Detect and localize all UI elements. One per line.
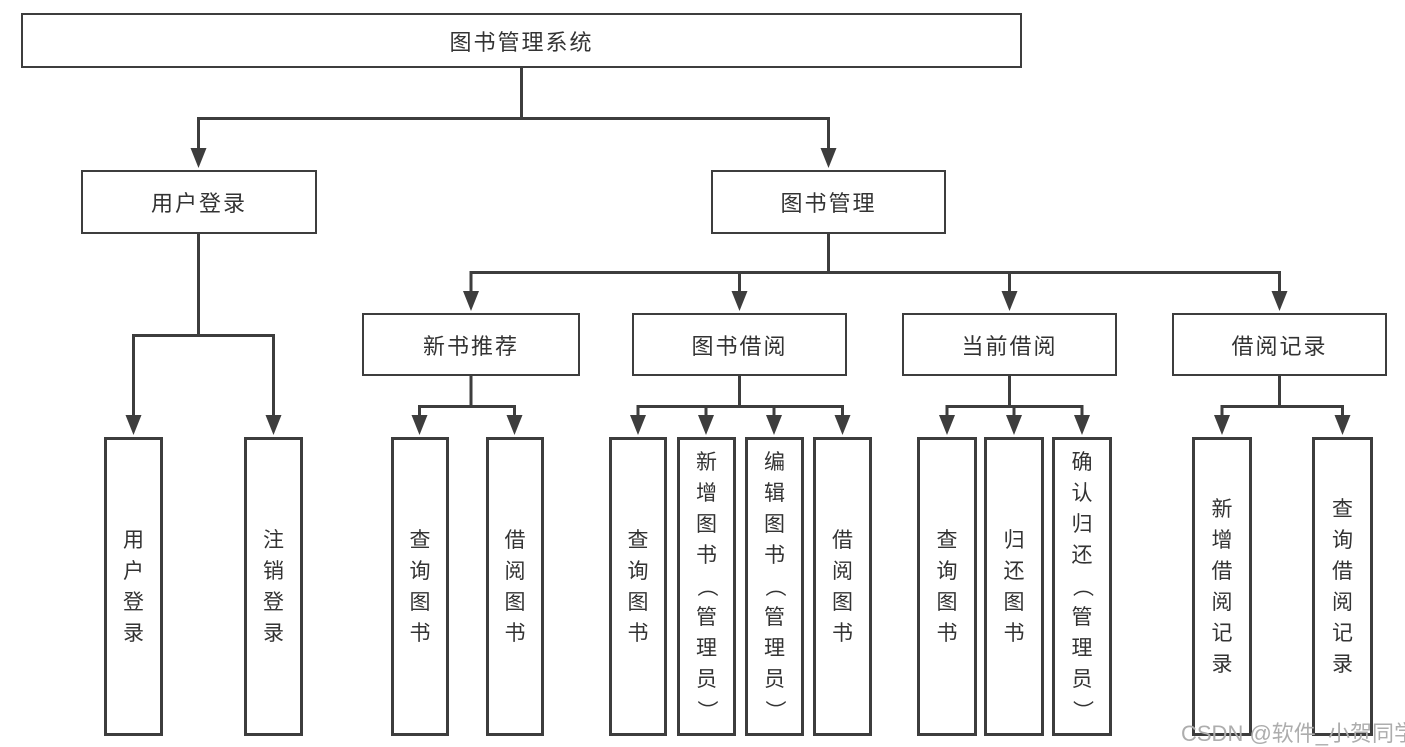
leaf-query-books: 查询图书	[609, 437, 667, 736]
node-library-system: 图书管理系统	[21, 13, 1022, 68]
leaf-add-book-admin: 新增图书（管理员）	[677, 437, 736, 736]
node-book-management: 图书管理	[711, 170, 946, 234]
node-user-login: 用户登录	[81, 170, 317, 234]
leaf-edit-book-admin: 编辑图书（管理员）	[745, 437, 804, 736]
leaf-logout: 注销登录	[244, 437, 303, 736]
node-current-borrow: 当前借阅	[902, 313, 1117, 376]
leaf-borrow-books: 借阅图书	[813, 437, 872, 736]
node-new-book-recommend: 新书推荐	[362, 313, 580, 376]
leaf-borrow-books: 借阅图书	[486, 437, 544, 736]
leaf-return-books: 归还图书	[984, 437, 1044, 736]
node-book-borrow: 图书借阅	[632, 313, 847, 376]
leaf-confirm-return-admin: 确认归还（管理员）	[1052, 437, 1112, 736]
leaf-query-books: 查询图书	[917, 437, 977, 736]
leaf-user-login: 用户登录	[104, 437, 163, 736]
leaf-query-books: 查询图书	[391, 437, 449, 736]
watermark: CSDN @软件_小贺同学	[1181, 721, 1405, 746]
leaf-query-borrow-record: 查询借阅记录	[1312, 437, 1373, 736]
node-borrow-records: 借阅记录	[1172, 313, 1387, 376]
leaf-add-borrow-record: 新增借阅记录	[1192, 437, 1252, 736]
